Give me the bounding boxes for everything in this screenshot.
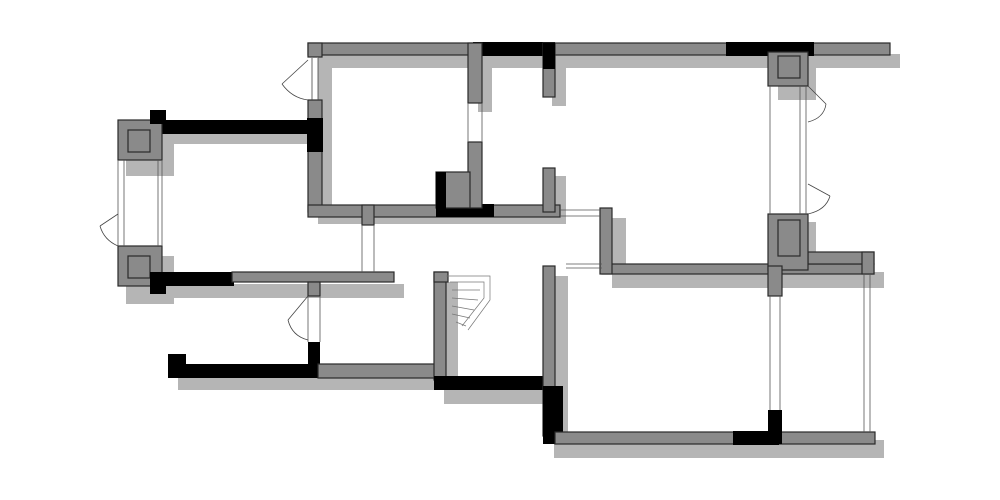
wall-kitchen-left-black: [543, 386, 563, 444]
door-right-lower: [807, 183, 831, 215]
wall-bathroom-corner: [168, 354, 186, 378]
wall-closet-black: [436, 172, 446, 212]
staircase: [446, 275, 491, 331]
door-right-upper: [807, 85, 827, 123]
wall-bedroom-left-upper: [307, 42, 323, 58]
column-right-top-inner: [777, 55, 801, 79]
door-bathroom: [287, 295, 309, 341]
wall-stair-left: [433, 271, 447, 381]
doors: [99, 58, 831, 341]
column-right-mid-inner: [777, 219, 801, 257]
wall-bay-top: [150, 120, 320, 134]
wall-living-stub-bottom: [542, 167, 556, 213]
wall-living-stub-top-black: [543, 43, 555, 69]
wall-stair-top-stub: [433, 271, 449, 283]
wall-living-step: [599, 207, 613, 275]
wall-kitchen-bottom: [554, 431, 876, 445]
wall-hall-stub: [361, 204, 375, 226]
door-top-left: [281, 58, 319, 101]
wall-partition-upper: [467, 42, 483, 104]
wall-bathroom-bottom-black: [168, 364, 318, 378]
wall-living-bottom: [601, 263, 875, 275]
wall-bay-bottom: [231, 271, 395, 283]
wall-stair-bottom: [434, 376, 554, 390]
wall-bedroom-bottom: [307, 204, 561, 218]
wall-kitchen-bottom-black: [733, 431, 779, 445]
walls: [117, 42, 891, 445]
bay-column-top-inner: [127, 129, 151, 153]
wall-bay-bottom-black: [150, 272, 234, 286]
wall-kitchen-right-black: [768, 410, 782, 444]
wall-bathroom-bottom: [317, 363, 439, 379]
bay-column-bottom-inner: [127, 255, 151, 279]
door-bay: [99, 213, 119, 247]
wall-bathroom-left: [307, 281, 321, 297]
wall-balcony-right-stub: [861, 251, 875, 275]
windows: [117, 86, 871, 432]
wall-top-column-a: [473, 42, 555, 56]
column-right-mid-stub: [767, 265, 783, 297]
wall-bedroom-left: [307, 99, 323, 213]
bay-column-top-cap: [150, 110, 166, 124]
